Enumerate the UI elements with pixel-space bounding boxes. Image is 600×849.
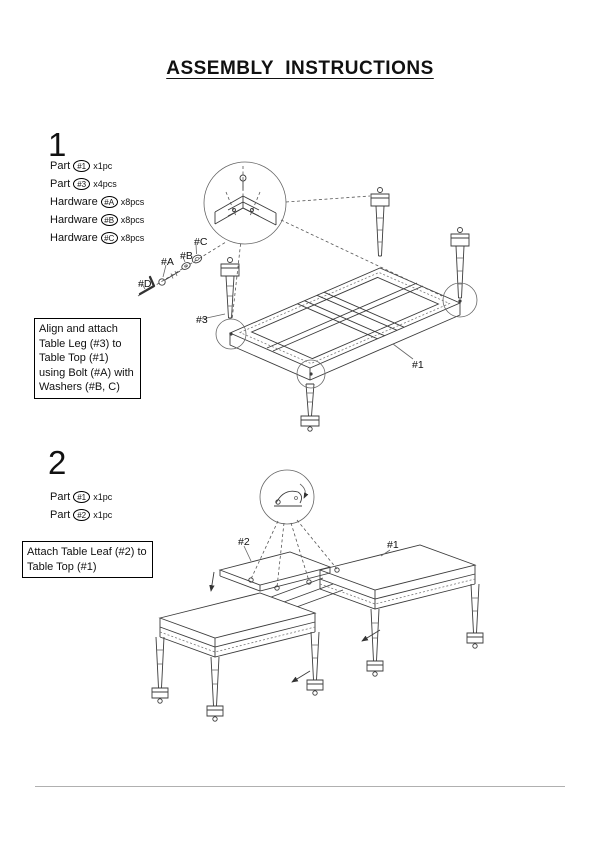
label-table-leg-3: #3 xyxy=(196,314,208,326)
part-label: Part xyxy=(50,178,71,190)
leaf-label-leader xyxy=(243,545,252,562)
table-leg-right xyxy=(442,227,478,318)
label-table-top-1: #1 xyxy=(412,359,424,371)
table-leg xyxy=(306,631,324,696)
lock-leader-lines xyxy=(248,519,340,591)
table-leg xyxy=(466,583,484,649)
part-ref-badge: #1 xyxy=(73,491,91,503)
step-1-diagram xyxy=(137,161,478,432)
part-ref-badge: #1 xyxy=(73,160,91,172)
step-2-instruction-text: Attach Table Leaf (#2) to Table Top (#1) xyxy=(27,546,147,573)
table-leg xyxy=(366,608,384,677)
label-bolt-a: #A xyxy=(161,256,174,268)
corner-detail-callout xyxy=(203,161,287,245)
washer-c xyxy=(191,254,203,264)
step-2-parts-list: Part #1 x1pc Part #2 x1pc xyxy=(50,488,112,524)
part-ref-badge: #C xyxy=(100,232,118,244)
table-half-left xyxy=(151,592,324,722)
part-qty: x8pcs xyxy=(120,215,145,225)
label-table-top-1: #1 xyxy=(387,539,399,551)
page-title: ASSEMBLY INSTRUCTIONS xyxy=(166,58,434,79)
step-1-number: 1 xyxy=(48,126,67,163)
part-qty: x1pc xyxy=(93,510,113,520)
step-1-parts-list: Part #1 x1pc Part #3 x4pcs Hardware #A x… xyxy=(50,157,144,247)
part-label: Part xyxy=(50,491,71,503)
parts-list-item: Part #1 x1pc xyxy=(50,157,144,175)
bolt xyxy=(158,270,181,286)
leg-label-leader xyxy=(201,313,226,320)
table-half-right xyxy=(318,544,484,677)
table-leg-back xyxy=(370,187,390,257)
step-2-instruction-box: Attach Table Leaf (#2) to Table Top (#1) xyxy=(22,541,153,579)
lock-detail-callout xyxy=(259,469,315,525)
step-2-number: 2 xyxy=(48,444,67,481)
part-label: Hardware xyxy=(50,196,98,208)
parts-list-item: Hardware #B x8pcs xyxy=(50,211,144,229)
step-1-instruction-box: Align and attach Table Leg (#3) to Table… xyxy=(34,318,141,399)
label-washer-b: #B xyxy=(180,250,193,262)
table-leg-front xyxy=(296,359,326,432)
callout-leader-lines xyxy=(231,195,443,321)
part-qty: x8pcs xyxy=(120,233,145,243)
part-ref-badge: #B xyxy=(100,214,118,226)
parts-list-item: Hardware #C x8pcs xyxy=(50,229,144,247)
parts-list-item: Hardware #A x8pcs xyxy=(50,193,144,211)
allen-key xyxy=(138,275,156,296)
step-1-instruction-text: Align and attach Table Leg (#3) to Table… xyxy=(39,323,134,394)
label-allen-key-d: #D xyxy=(138,278,152,290)
table-leaf xyxy=(218,551,332,592)
table-top-underside xyxy=(228,267,462,381)
part-qty: x1pc xyxy=(93,161,113,171)
table-leg xyxy=(151,636,169,704)
part-label: Hardware xyxy=(50,214,98,226)
washer-b xyxy=(181,262,191,270)
top-label-leader xyxy=(392,343,414,360)
part-label: Part xyxy=(50,509,71,521)
part-qty: x8pcs xyxy=(120,197,145,207)
motion-arrows xyxy=(209,571,381,683)
top-label-leader xyxy=(380,549,391,557)
label-table-leaf-2: #2 xyxy=(238,536,250,548)
footer-divider xyxy=(35,786,565,787)
part-ref-badge: #2 xyxy=(73,509,91,521)
table-leg xyxy=(206,656,224,722)
part-label: Part xyxy=(50,160,71,172)
parts-list-item: Part #2 x1pc xyxy=(50,506,112,524)
part-ref-badge: #3 xyxy=(73,178,91,190)
part-label: Hardware xyxy=(50,232,98,244)
label-washer-c: #C xyxy=(194,236,208,248)
part-qty: x1pc xyxy=(93,492,113,502)
hardware-bolt-assembly xyxy=(137,241,227,297)
table-leg-left xyxy=(215,257,247,350)
parts-list-item: Part #1 x1pc xyxy=(50,488,112,506)
step-2-diagram xyxy=(151,469,484,722)
part-ref-badge: #A xyxy=(100,196,118,208)
parts-list-item: Part #3 x4pcs xyxy=(50,175,144,193)
part-qty: x4pcs xyxy=(93,179,117,189)
